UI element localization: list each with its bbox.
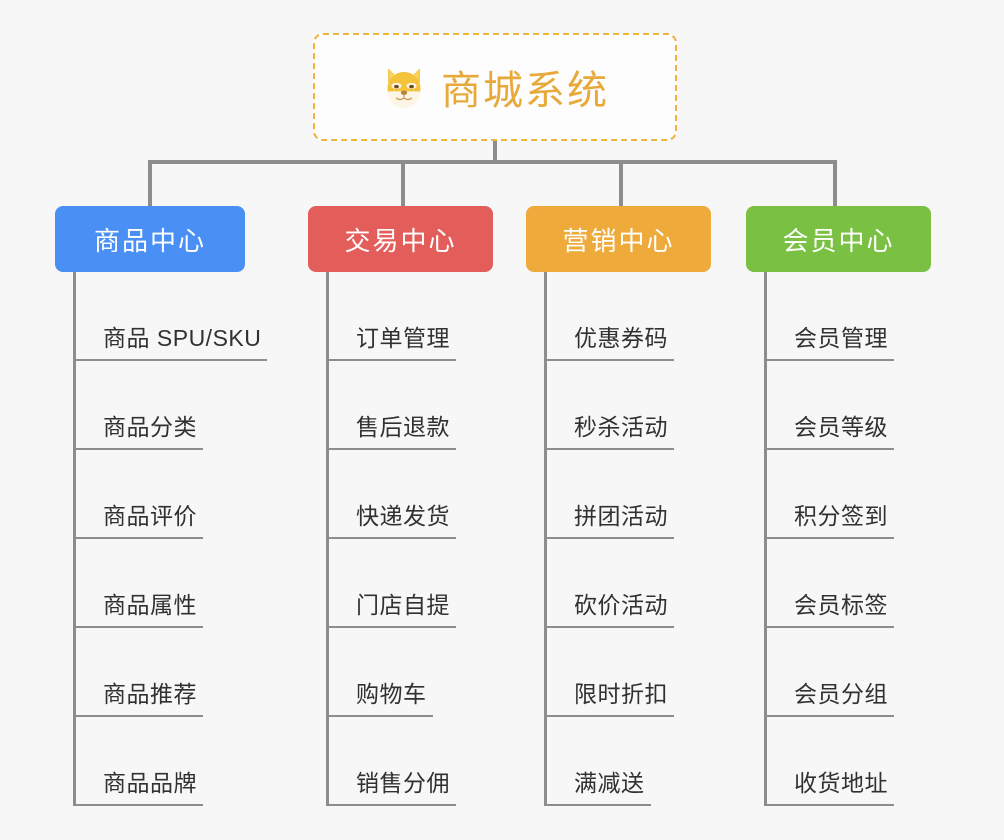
leaf-item[interactable]: 限时折扣	[544, 628, 674, 717]
leaf-underline: 购物车	[326, 675, 433, 717]
leaf-item[interactable]: 售后退款	[326, 361, 456, 450]
leaf-label: 订单管理	[356, 325, 450, 351]
root-node[interactable]: 商城系统	[313, 33, 677, 141]
leaf-item[interactable]: 会员分组	[764, 628, 894, 717]
leaf-item[interactable]: 满减送	[544, 717, 651, 806]
leaf-underline: 优惠券码	[544, 319, 674, 361]
leaf-underline: 商品属性	[73, 586, 203, 628]
leaf-item[interactable]: 会员管理	[764, 272, 894, 361]
branch-3: 营销中心优惠券码秒杀活动拼团活动砍价活动限时折扣满减送	[526, 0, 766, 840]
connector-horizontal-bus	[148, 160, 836, 164]
category-label: 营销中心	[562, 225, 675, 256]
leaf-label: 销售分佣	[356, 770, 450, 796]
leaf-underline: 拼团活动	[544, 497, 674, 539]
leaf-label: 会员标签	[794, 592, 888, 618]
leaf-label: 商品推荐	[103, 681, 197, 707]
connector-drop-1	[148, 160, 152, 208]
leaf-label: 拼团活动	[574, 503, 668, 529]
leaf-underline: 砍价活动	[544, 586, 674, 628]
leaf-item[interactable]: 商品属性	[73, 539, 203, 628]
leaf-item[interactable]: 砍价活动	[544, 539, 674, 628]
connector-drop-4	[833, 160, 837, 208]
leaf-underline: 门店自提	[326, 586, 456, 628]
branch-4: 会员中心会员管理会员等级积分签到会员标签会员分组收货地址	[746, 0, 986, 840]
leaf-label: 限时折扣	[574, 681, 668, 707]
connector-drop-2	[401, 160, 405, 208]
branch-spine-3	[544, 272, 547, 806]
leaf-label: 砍价活动	[574, 592, 668, 618]
category-label: 交易中心	[344, 225, 457, 256]
leaf-underline: 商品评价	[73, 497, 203, 539]
leaf-label: 积分签到	[794, 503, 888, 529]
leaf-label: 会员管理	[794, 325, 888, 351]
leaf-item[interactable]: 商品分类	[73, 361, 203, 450]
leaf-item[interactable]: 积分签到	[764, 450, 894, 539]
leaf-item[interactable]: 门店自提	[326, 539, 456, 628]
leaf-item[interactable]: 优惠券码	[544, 272, 674, 361]
root-title: 商城系统	[441, 69, 609, 113]
leaf-label: 商品分类	[103, 414, 197, 440]
leaf-underline: 会员标签	[764, 586, 894, 628]
leaf-label: 商品属性	[103, 592, 197, 618]
leaf-label: 收货地址	[794, 770, 888, 796]
leaf-item[interactable]: 收货地址	[764, 717, 894, 806]
leaf-underline: 销售分佣	[326, 764, 456, 806]
leaf-label: 会员分组	[794, 681, 888, 707]
leaf-label: 满减送	[574, 770, 645, 796]
leaf-underline: 满减送	[544, 764, 651, 806]
leaf-item[interactable]: 快递发货	[326, 450, 456, 539]
leaf-label: 售后退款	[356, 414, 450, 440]
leaf-item[interactable]: 商品评价	[73, 450, 203, 539]
leaf-underline: 商品推荐	[73, 675, 203, 717]
connector-drop-3	[619, 160, 623, 208]
leaf-underline: 限时折扣	[544, 675, 674, 717]
shiba-dog-face-icon	[381, 64, 427, 110]
branch-2: 交易中心订单管理售后退款快递发货门店自提购物车销售分佣	[308, 0, 548, 840]
leaf-underline: 商品 SPU/SKU	[73, 319, 268, 361]
leaf-label: 秒杀活动	[574, 414, 668, 440]
leaf-underline: 商品品牌	[73, 764, 203, 806]
leaf-underline: 会员管理	[764, 319, 894, 361]
category-box-3[interactable]: 营销中心	[526, 206, 711, 272]
category-box-1[interactable]: 商品中心	[55, 206, 245, 272]
leaf-item[interactable]: 拼团活动	[544, 450, 674, 539]
leaf-label: 优惠券码	[574, 325, 668, 351]
category-box-4[interactable]: 会员中心	[746, 206, 931, 272]
leaf-label: 会员等级	[794, 414, 888, 440]
leaf-underline: 会员等级	[764, 408, 894, 450]
leaf-underline: 收货地址	[764, 764, 894, 806]
leaf-item[interactable]: 购物车	[326, 628, 433, 717]
leaf-underline: 积分签到	[764, 497, 894, 539]
leaf-underline: 快递发货	[326, 497, 456, 539]
leaf-label: 商品 SPU/SKU	[103, 325, 262, 351]
leaf-underline: 订单管理	[326, 319, 456, 361]
leaf-item[interactable]: 商品 SPU/SKU	[73, 272, 268, 361]
leaf-item[interactable]: 订单管理	[326, 272, 456, 361]
leaf-label: 购物车	[356, 681, 427, 707]
leaf-underline: 商品分类	[73, 408, 203, 450]
category-label: 商品中心	[93, 225, 206, 256]
category-label: 会员中心	[782, 225, 895, 256]
leaf-label: 快递发货	[356, 503, 450, 529]
connector-root-stem	[493, 141, 497, 163]
leaf-label: 商品品牌	[103, 770, 197, 796]
leaf-item[interactable]: 会员标签	[764, 539, 894, 628]
branch-spine-4	[764, 272, 767, 806]
leaf-underline: 会员分组	[764, 675, 894, 717]
leaf-item[interactable]: 秒杀活动	[544, 361, 674, 450]
leaf-underline: 售后退款	[326, 408, 456, 450]
branch-1: 商品中心商品 SPU/SKU 商品分类商品评价商品属性商品推荐商品品牌	[55, 0, 295, 840]
leaf-item[interactable]: 商品品牌	[73, 717, 203, 806]
leaf-underline: 秒杀活动	[544, 408, 674, 450]
leaf-label: 商品评价	[103, 503, 197, 529]
leaf-item[interactable]: 商品推荐	[73, 628, 203, 717]
leaf-item[interactable]: 会员等级	[764, 361, 894, 450]
category-box-2[interactable]: 交易中心	[308, 206, 493, 272]
leaf-item[interactable]: 销售分佣	[326, 717, 456, 806]
branch-spine-2	[326, 272, 329, 806]
branch-spine-1	[73, 272, 76, 806]
leaf-label: 门店自提	[356, 592, 450, 618]
